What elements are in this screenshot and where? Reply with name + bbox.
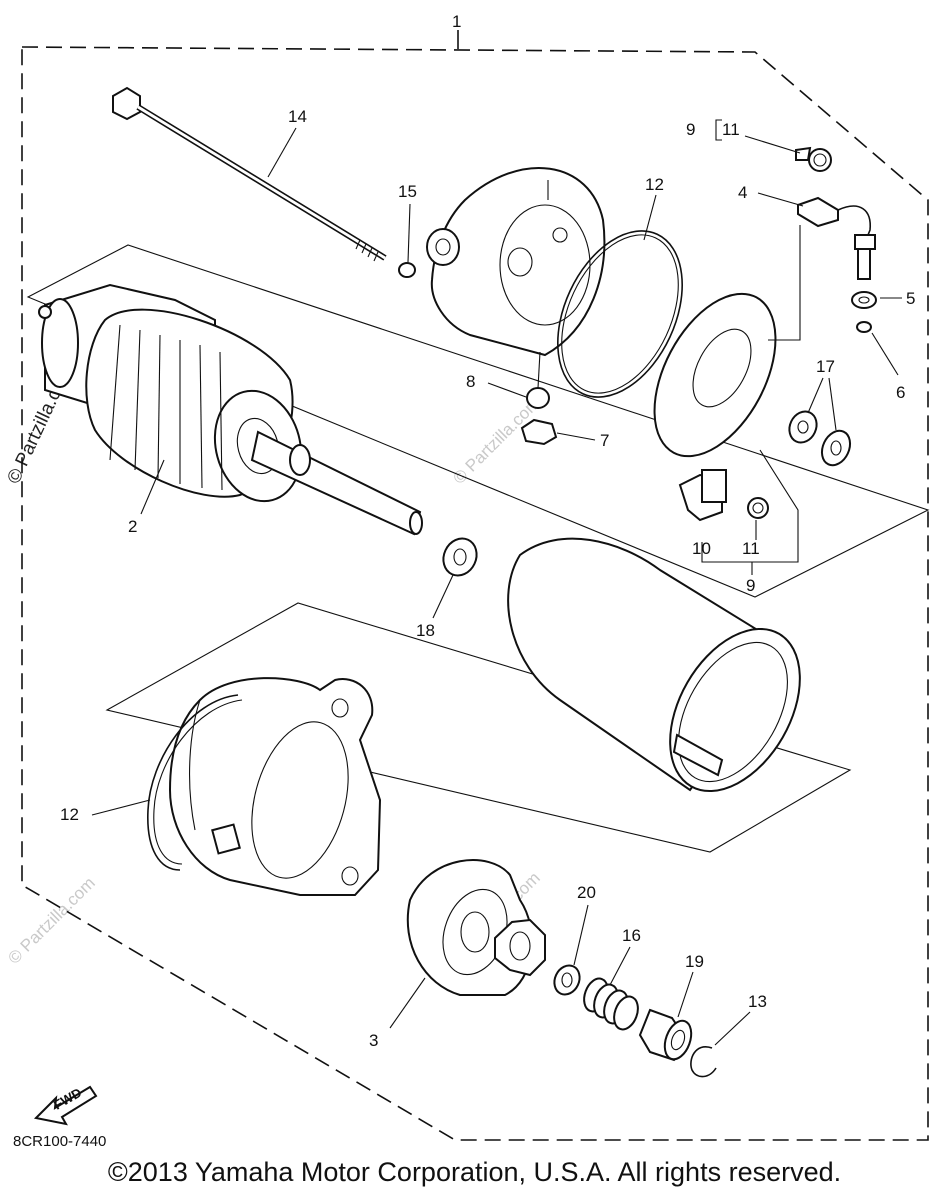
spring-16 [583,977,639,1031]
brush-plane [26,244,930,598]
washer-18-hole [453,548,467,566]
armature [38,283,423,536]
leader-15 [407,203,411,263]
collar-19 [638,1008,693,1062]
leader-14 [267,127,297,178]
washer-17b-hole [830,440,842,456]
rear-cover [426,167,606,357]
leader-17a [807,377,824,414]
nut-8 [526,387,550,409]
o-ring-rear [557,230,683,398]
leader-17b [828,377,837,431]
callout-16: 16 [622,926,641,945]
copyright-notice: ©2013 Yamaha Motor Corporation, U.S.A. A… [107,1157,842,1187]
nut-7 [520,418,558,446]
callout-2: 2 [128,517,137,536]
o-ring-front-inner [153,699,243,865]
callout-4: 4 [738,183,747,202]
callout-6: 6 [896,383,905,402]
brush-holder-10 [678,469,727,522]
fwd-arrow: FWD [33,1085,98,1126]
leader-3 [389,977,426,1029]
leader-12-rear [643,194,657,241]
brush-4 [797,196,876,280]
callout-8: 8 [466,372,475,391]
watermark-lower-left: © Partzilla.com [4,873,98,967]
washer-17b [820,429,852,467]
diagram-code: 8CR100-7440 [13,1133,106,1150]
leader-9-lower [701,542,753,575]
housing-plane [105,602,852,853]
leader-18 [432,574,454,619]
clutch-pinion [406,859,546,996]
washer-20-hole [561,972,573,988]
callout-11-lower: 11 [742,539,760,558]
callout-19: 19 [685,952,704,971]
leader-8-up [537,351,541,389]
spring-11-lower [747,497,769,519]
callout-18: 18 [416,621,435,640]
leader-19 [677,971,694,1018]
through-bolt [112,86,387,262]
washer-18 [442,537,478,577]
callout-20: 20 [577,883,596,902]
callout-9-lower: 9 [746,576,755,595]
callout-12-rear: 12 [645,175,664,194]
bracket-9-11 [715,119,722,141]
leader-4 [757,192,804,207]
callout-13: 13 [748,992,767,1011]
leader-20 [573,904,589,966]
callout-14: 14 [288,107,307,126]
washer-20 [553,964,581,996]
leader-12-front [91,799,151,816]
callout-5: 5 [906,289,915,308]
o-ring-rear-inner [561,234,679,394]
callout-11-top: 11 [722,120,740,139]
callout-1: 1 [452,12,461,31]
callout-3: 3 [369,1031,378,1050]
washer-17a [788,410,818,444]
callout-labels: 1 14 15 12 9 11 4 5 6 17 8 7 2 10 11 9 1… [60,12,915,1050]
leader-brush-plate-wire [768,225,801,341]
callout-15: 15 [398,182,417,201]
front-cover [168,677,382,896]
leader-11-top [744,135,801,154]
callout-17: 17 [816,357,835,376]
callout-7: 7 [600,431,609,450]
o-ring-front [147,694,239,871]
spring-11-top [795,146,832,172]
circlip-13 [690,1046,717,1078]
leader-6 [871,332,899,376]
leader-2 [140,459,165,515]
callout-10: 10 [692,539,711,558]
leader-16 [609,946,631,986]
leader-9-right [752,449,799,563]
o-ring-15 [398,262,416,278]
callout-12-front: 12 [60,805,79,824]
o-ring-6 [856,321,872,333]
assembly-boundary [21,46,929,1141]
washer-5 [851,291,877,309]
leader-7 [556,432,596,441]
leader-13 [714,1011,751,1046]
callout-9-top: 9 [686,120,695,139]
leader-8 [487,382,527,398]
yoke [507,537,801,793]
brush-plate [653,292,777,458]
washer-17a-hole [797,420,809,434]
